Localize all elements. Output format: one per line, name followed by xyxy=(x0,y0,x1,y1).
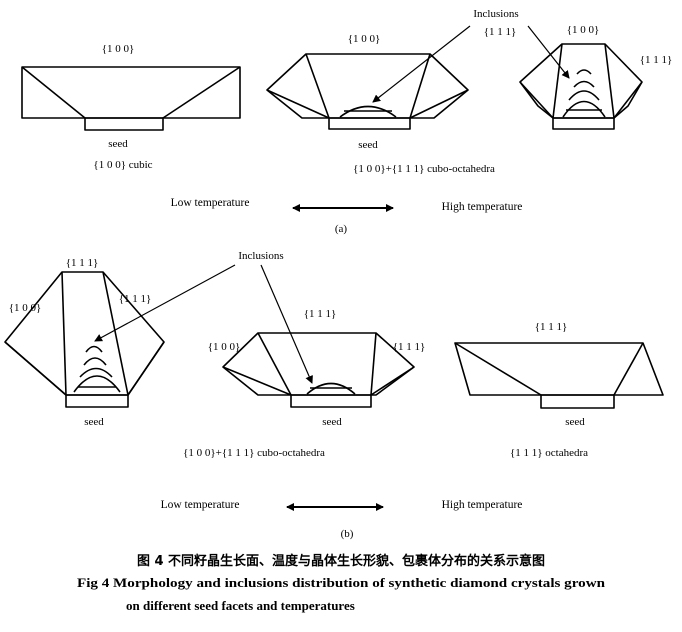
b-left-face-label-left: {1 0 0} xyxy=(9,302,42,314)
b-cubo-octahedron xyxy=(222,332,415,408)
a-high-seed xyxy=(552,117,615,130)
a-inclusions-pointer-2 xyxy=(527,25,570,79)
caption-english-line1: Fig 4 Morphology and inclusions distribu… xyxy=(77,575,606,590)
b-tall-seed xyxy=(65,394,129,408)
caption-chinese: 图 4 不同籽晶生长面、温度与晶体生长形貌、包裹体分布的关系示意图 xyxy=(137,553,545,569)
a-right-face-label-side: {1 1 1} xyxy=(640,54,673,66)
a-right-face-label-top: {1 0 0} xyxy=(567,24,600,36)
b-middle-face-label-left: {1 0 0} xyxy=(208,341,241,353)
a-middle-face-label: {1 0 0} xyxy=(348,33,381,45)
b-cubo-seed xyxy=(290,394,372,408)
b-middle-seed-label: seed xyxy=(322,416,342,428)
a-left-seed-label: seed xyxy=(108,138,128,150)
b-inclusions-pointer-2 xyxy=(260,264,313,384)
a-cubo-octahedron-high xyxy=(519,43,643,130)
a-inclusions-face-label: {1 1 1} xyxy=(484,26,517,38)
b-left-face-label-right: {1 1 1} xyxy=(119,293,152,305)
a-low-temperature: Low temperature xyxy=(171,197,250,209)
b-right-face-label: {1 1 1} xyxy=(535,321,568,333)
a-cubic-crystal xyxy=(21,66,241,131)
b-high-temperature: High temperature xyxy=(442,499,523,511)
a-cubo-seed xyxy=(328,117,411,130)
a-high-temperature: High temperature xyxy=(442,201,523,213)
a-combo-label: {1 0 0}+{1 1 1} cubo-octahedra xyxy=(353,163,495,175)
b-right-seed-label: seed xyxy=(565,416,585,428)
b-octahedron xyxy=(454,342,664,409)
a-inclusion-dome xyxy=(339,105,397,118)
b-combo-label: {1 0 0}+{1 1 1} cubo-octahedra xyxy=(183,447,325,459)
b-left-face-label-top: {1 1 1} xyxy=(66,257,99,269)
a-left-face-label: {1 0 0} xyxy=(102,43,135,55)
a-inclusions-label: Inclusions xyxy=(473,8,518,20)
b-tall-crystal xyxy=(4,271,165,408)
b-middle-face-label-top: {1 1 1} xyxy=(304,308,337,320)
a-panel-label: (a) xyxy=(335,223,348,235)
b-inclusions-pointer-1 xyxy=(94,264,236,342)
a-left-crystal-label: {1 0 0} cubic xyxy=(93,159,152,171)
b-left-seed-label: seed xyxy=(84,416,104,428)
b-low-temperature: Low temperature xyxy=(161,499,240,511)
b-octa-seed xyxy=(540,394,615,409)
a-middle-seed-label: seed xyxy=(358,139,378,151)
a-inclusions-pointer-1 xyxy=(372,25,471,103)
a-cubo-octahedron xyxy=(266,53,469,130)
b-inclusions-label: Inclusions xyxy=(238,250,283,262)
caption-english-line2: on different seed facets and temperature… xyxy=(126,598,355,613)
a-cubic-seed xyxy=(84,117,164,131)
b-middle-face-label-right: {1 1 1} xyxy=(393,341,426,353)
b-right-crystal-label: {1 1 1} octahedra xyxy=(510,447,588,459)
b-panel-label: (b) xyxy=(341,528,354,540)
